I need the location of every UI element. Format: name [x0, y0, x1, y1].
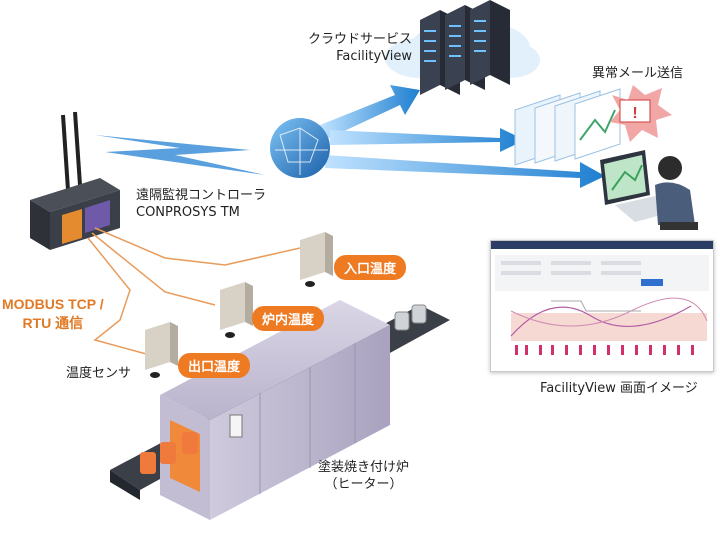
operator-workstation-icon: [600, 150, 698, 230]
furnace-label-line1: 塗装焼き付け炉: [318, 460, 410, 475]
controller-label-line2: CONPROSYS TM: [136, 204, 240, 220]
furnace-label-line2: （ヒーター）: [324, 476, 403, 492]
outlet-temp-badge: 出口温度: [178, 353, 251, 378]
temperature-sensor-outlet: [145, 322, 178, 378]
server-rack-icon: [420, 0, 510, 95]
protocol-label: MODBUS TCP / RTU 通信: [2, 295, 104, 333]
cloud-label-line2: FacilityView: [336, 48, 413, 64]
globe-icon: [270, 118, 330, 178]
wireless-link-icon: [95, 135, 265, 175]
alert-burst-icon: !: [610, 85, 672, 142]
furnace-label: 塗装焼き付け炉 （ヒーター）: [318, 460, 409, 494]
inner-temp-badge: 炉内温度: [252, 306, 325, 331]
inlet-temp-badge: 入口温度: [334, 255, 407, 280]
coating-furnace-icon: [110, 300, 450, 520]
screen-caption: FacilityView 画面イメージ: [540, 381, 698, 396]
sensor-caption: 温度センサ: [66, 366, 132, 381]
arrow-to-operator: [325, 155, 605, 188]
protocol-label-line1: MODBUS TCP /: [2, 296, 104, 312]
temperature-sensor-inner: [220, 282, 253, 338]
report-documents-icon: [514, 88, 621, 166]
arrow-to-alert: [330, 128, 525, 152]
arrow-to-cloud: [320, 85, 420, 140]
controller-device-icon: [30, 111, 120, 250]
protocol-label-line2: RTU 通信: [22, 314, 84, 331]
alert-label: 異常メール送信: [592, 66, 684, 81]
temperature-sensor-inlet: [300, 232, 333, 287]
controller-label: 遠隔監視コントローラ CONPROSYS TM: [136, 188, 266, 222]
controller-label-line1: 遠隔監視コントローラ: [136, 188, 267, 203]
facilityview-screen-image: [490, 240, 714, 372]
cloud-label: クラウドサービス FacilityView: [308, 32, 412, 66]
cloud-label-line1: クラウドサービス: [308, 32, 413, 47]
svg-text:!: !: [632, 105, 637, 122]
